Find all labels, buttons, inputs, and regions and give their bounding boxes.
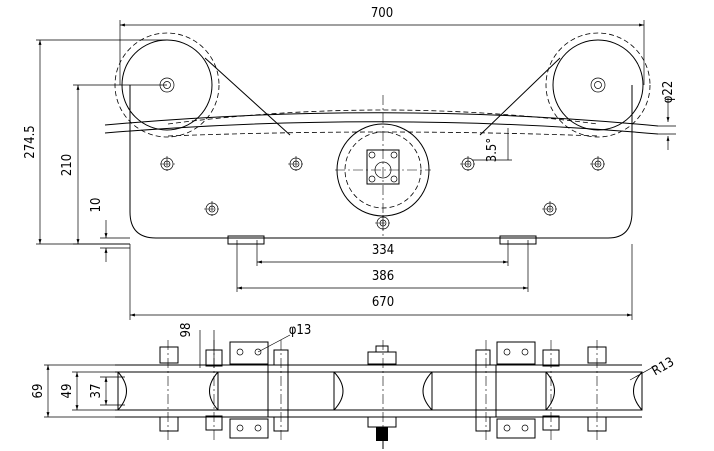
dim-text: 98: [179, 323, 194, 338]
dim-37: 37: [89, 376, 125, 406]
dim-210: 210: [60, 84, 167, 245]
dim-phi13: φ13: [257, 323, 312, 353]
mounting-plate: [129, 85, 633, 239]
dim-angle: 3.5°: [472, 128, 512, 162]
dim-text: φ13: [289, 323, 312, 338]
dim-text: 210: [60, 154, 75, 176]
bolt-holes: [160, 151, 605, 230]
dim-text: 274.5: [23, 125, 38, 158]
dim-334: 334: [256, 240, 509, 266]
dim-700: 700: [119, 6, 645, 85]
dim-text: 334: [372, 243, 394, 258]
dim-text: 670: [372, 295, 394, 310]
dim-49: 49: [60, 371, 118, 411]
side-view: [115, 340, 643, 449]
dim-text: 386: [372, 269, 394, 284]
dim-670: 670: [129, 244, 633, 320]
right-foot: [499, 235, 537, 245]
dim-r13: R13: [629, 355, 677, 381]
dim-text: 49: [60, 384, 75, 399]
left-bracket: [205, 341, 289, 439]
dim-phi22: φ22: [658, 81, 676, 150]
right-bracket: [475, 341, 560, 439]
dim-text: 37: [89, 384, 104, 399]
right-roller: [545, 346, 643, 432]
dim-text: φ22: [661, 81, 676, 104]
dim-10: 10: [89, 198, 130, 262]
left-foot: [227, 235, 265, 245]
dim-text: 10: [89, 198, 104, 213]
dim-text: 69: [31, 384, 46, 399]
dim-274-5: 274.5: [23, 39, 167, 245]
dim-386: 386: [236, 240, 529, 292]
rope: [104, 112, 659, 127]
dim-98: 98: [179, 323, 215, 368]
dim-text: 700: [371, 6, 393, 21]
right-pulley: [552, 39, 644, 131]
center-roller: [333, 345, 433, 449]
top-view: [104, 32, 659, 245]
dim-text: R13: [650, 355, 677, 379]
dim-69: 69: [31, 364, 115, 418]
dim-text: 3.5°: [485, 138, 500, 162]
